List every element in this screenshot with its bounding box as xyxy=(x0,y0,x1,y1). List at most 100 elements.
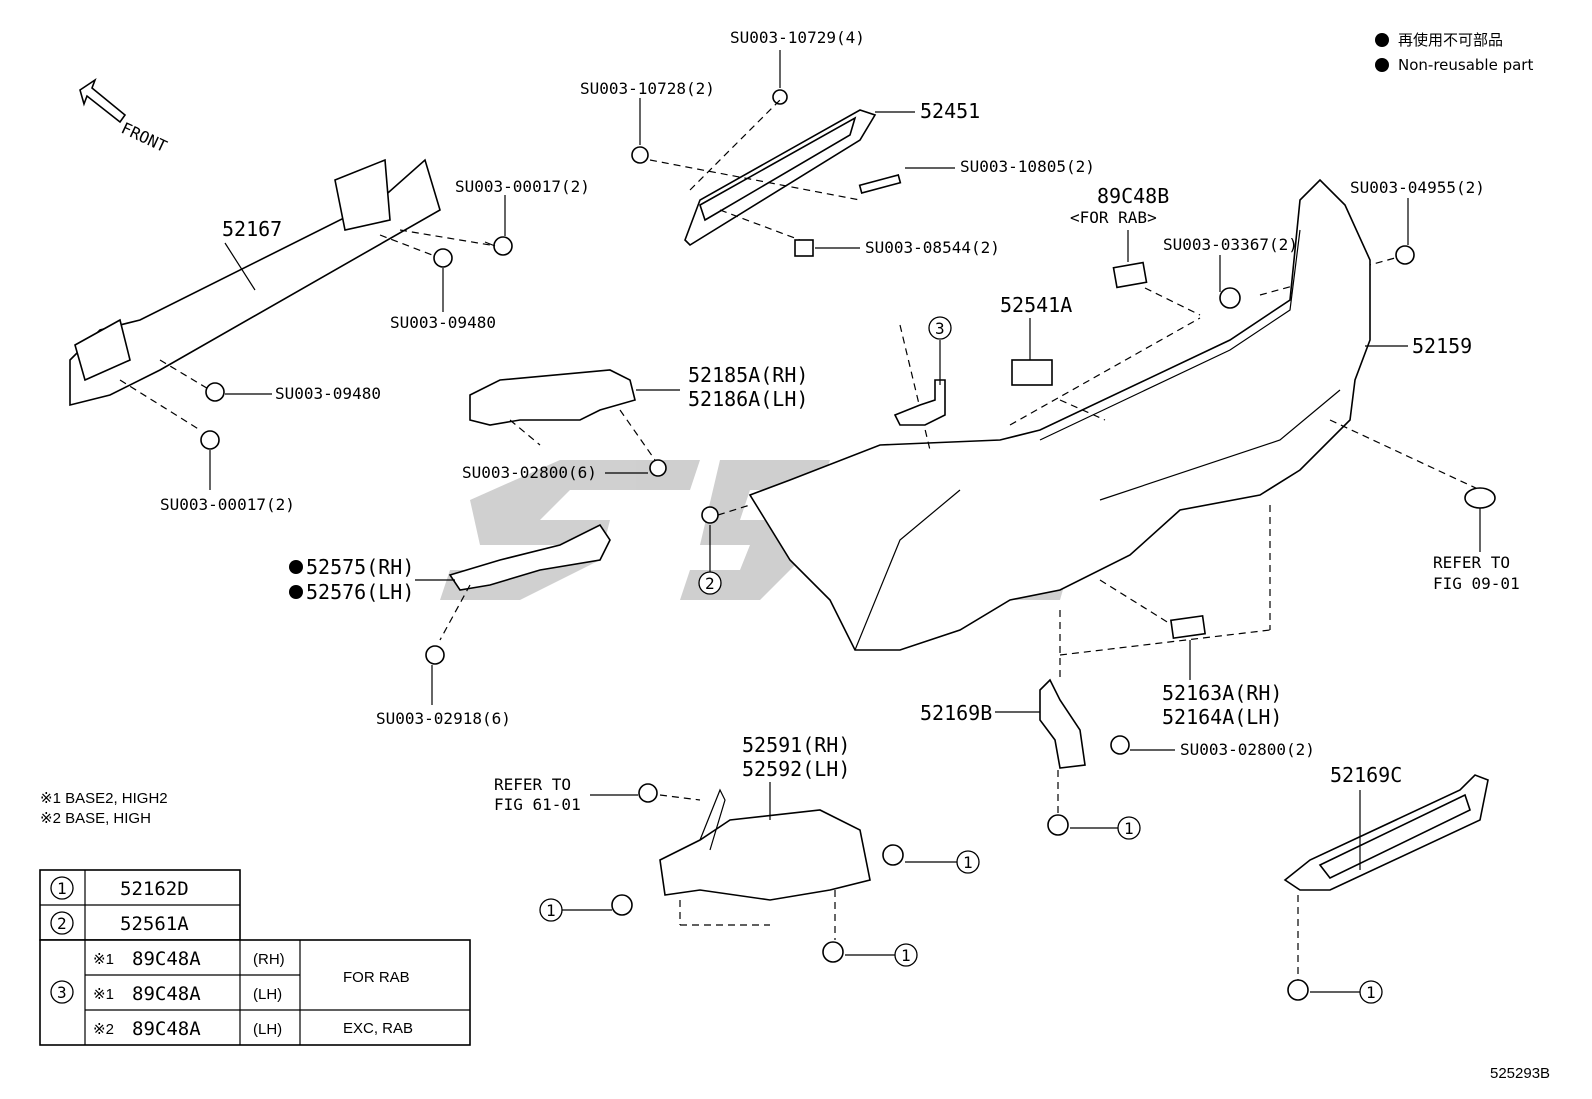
label-89c48b: 89C48B xyxy=(1097,184,1169,208)
bolt-icon xyxy=(631,146,649,164)
front-arrow-icon: FRONT xyxy=(79,77,170,156)
clip-icon xyxy=(858,173,902,195)
label-refer-6101-a: REFER TO xyxy=(494,775,571,794)
label-su04955: SU003-04955(2) xyxy=(1350,178,1485,197)
label-refer-0901-b: FIG 09-01 xyxy=(1433,574,1520,593)
label-52169b: 52169B xyxy=(920,701,992,725)
part-52185a-bracket xyxy=(469,369,636,426)
nut-icon xyxy=(205,382,225,402)
clip-icon xyxy=(772,89,788,105)
label-refer-0901-a: REFER TO xyxy=(1433,553,1510,572)
callout-1-text: 1 xyxy=(1366,983,1376,1002)
table-part: 89C48A xyxy=(132,1018,201,1040)
label-su10729: SU003-10729(4) xyxy=(730,28,865,47)
non-reusable-dot-icon xyxy=(1375,58,1389,72)
part-52541a xyxy=(1011,359,1053,386)
callout-1 xyxy=(956,850,980,874)
callout-1-text: 1 xyxy=(1124,819,1134,838)
bolt-icon xyxy=(1110,735,1130,755)
label-52451: 52451 xyxy=(920,99,980,123)
table-side: (LH) xyxy=(253,1021,282,1038)
parts-table: 1 52162D 2 52561A 3 ※1 89C48A (RH) ※1 89… xyxy=(39,869,471,1046)
callout-2-text: 2 xyxy=(705,574,715,593)
label-52591: 52591(RH) xyxy=(742,733,850,757)
callout-2 xyxy=(698,571,722,595)
part-52169b-bracket xyxy=(1039,678,1086,769)
table-mark: ※1 xyxy=(93,951,114,968)
label-refer-6101-b: FIG 61-01 xyxy=(494,795,581,814)
label-52575: 52575(RH) xyxy=(306,555,414,579)
table-ref-2: 2 xyxy=(57,914,67,933)
label-su00017-bot: SU003-00017(2) xyxy=(160,495,295,514)
label-su02918: SU003-02918(6) xyxy=(376,709,511,728)
figure-code: 525293B xyxy=(1490,1065,1550,1082)
front-label: FRONT xyxy=(118,118,170,156)
legend: 再使用不可部品 Non-reusable part xyxy=(1375,31,1533,74)
table-exc-rab: EXC, RAB xyxy=(343,1020,413,1037)
table-part: 89C48A xyxy=(132,948,201,970)
callout-1 xyxy=(539,898,563,922)
nut-icon xyxy=(433,248,453,268)
label-52167: 52167 xyxy=(222,217,282,241)
clip-icon xyxy=(1287,979,1309,1001)
table-side: (LH) xyxy=(253,986,282,1003)
part-52167: 52167 xyxy=(69,158,441,407)
bolt-icon xyxy=(493,236,513,256)
hook-icon xyxy=(1464,487,1496,509)
legend-jp: 再使用不可部品 xyxy=(1398,31,1503,49)
label-su00017-top: SU003-00017(2) xyxy=(455,177,590,196)
legend-en: Non-reusable part xyxy=(1398,56,1533,74)
clip-icon xyxy=(1219,287,1241,309)
part-52159-bumper-cover xyxy=(748,178,1371,651)
table-ref-1: 1 xyxy=(57,879,67,898)
part-52451 xyxy=(684,109,877,247)
part-52591-mudguard xyxy=(659,788,871,901)
table-ref-3: 3 xyxy=(57,983,67,1002)
table-mark: ※1 xyxy=(93,986,114,1003)
label-52186a: 52186A(LH) xyxy=(688,387,808,411)
bolt-icon xyxy=(1395,245,1415,265)
part-52575-bracket xyxy=(448,523,611,591)
table-part-52162d: 52162D xyxy=(120,878,189,900)
clip-icon xyxy=(794,239,814,257)
clip-icon xyxy=(822,941,844,963)
label-52164a: 52164A(LH) xyxy=(1162,705,1282,729)
non-reusable-dot-icon xyxy=(289,560,303,574)
label-su02800-2: SU003-02800(2) xyxy=(1180,740,1315,759)
part-89c48b xyxy=(1112,261,1148,289)
callout-1 xyxy=(894,943,918,967)
label-su03367: SU003-03367(2) xyxy=(1163,235,1298,254)
table-for-rab: FOR RAB xyxy=(343,969,410,986)
note-2: ※2 BASE, HIGH xyxy=(40,810,151,827)
part-52169c-cover xyxy=(1283,774,1489,891)
table-side: (RH) xyxy=(253,951,285,968)
bolt-icon xyxy=(200,430,220,450)
label-su09480-b: SU003-09480 xyxy=(275,384,381,403)
clip-icon xyxy=(611,894,633,916)
part-ref3-bracket xyxy=(893,379,946,426)
clip-icon xyxy=(1047,814,1069,836)
callout-1-text: 1 xyxy=(546,901,556,920)
label-for-rab: <FOR RAB> xyxy=(1070,208,1157,227)
table-mark: ※2 xyxy=(93,1021,114,1038)
part-52163a-reflector xyxy=(1169,614,1207,640)
non-reusable-dot-icon xyxy=(1375,33,1389,47)
label-su08544: SU003-08544(2) xyxy=(865,238,1000,257)
callout-1-text: 1 xyxy=(901,946,911,965)
table-part: 89C48A xyxy=(132,983,201,1005)
label-su10728: SU003-10728(2) xyxy=(580,79,715,98)
bolt-icon xyxy=(649,459,667,477)
label-52169c: 52169C xyxy=(1330,763,1402,787)
label-52163a: 52163A(RH) xyxy=(1162,681,1282,705)
non-reusable-dot-icon xyxy=(289,585,303,599)
callout-1-text: 1 xyxy=(963,853,973,872)
screw-icon xyxy=(425,645,445,665)
table-part-52561a: 52561A xyxy=(120,913,189,935)
clip-icon xyxy=(638,783,658,803)
clip-icon xyxy=(882,844,904,866)
label-su10805: SU003-10805(2) xyxy=(960,157,1095,176)
callout-3 xyxy=(928,316,952,340)
callout-1 xyxy=(1117,816,1141,840)
label-52576: 52576(LH) xyxy=(306,580,414,604)
